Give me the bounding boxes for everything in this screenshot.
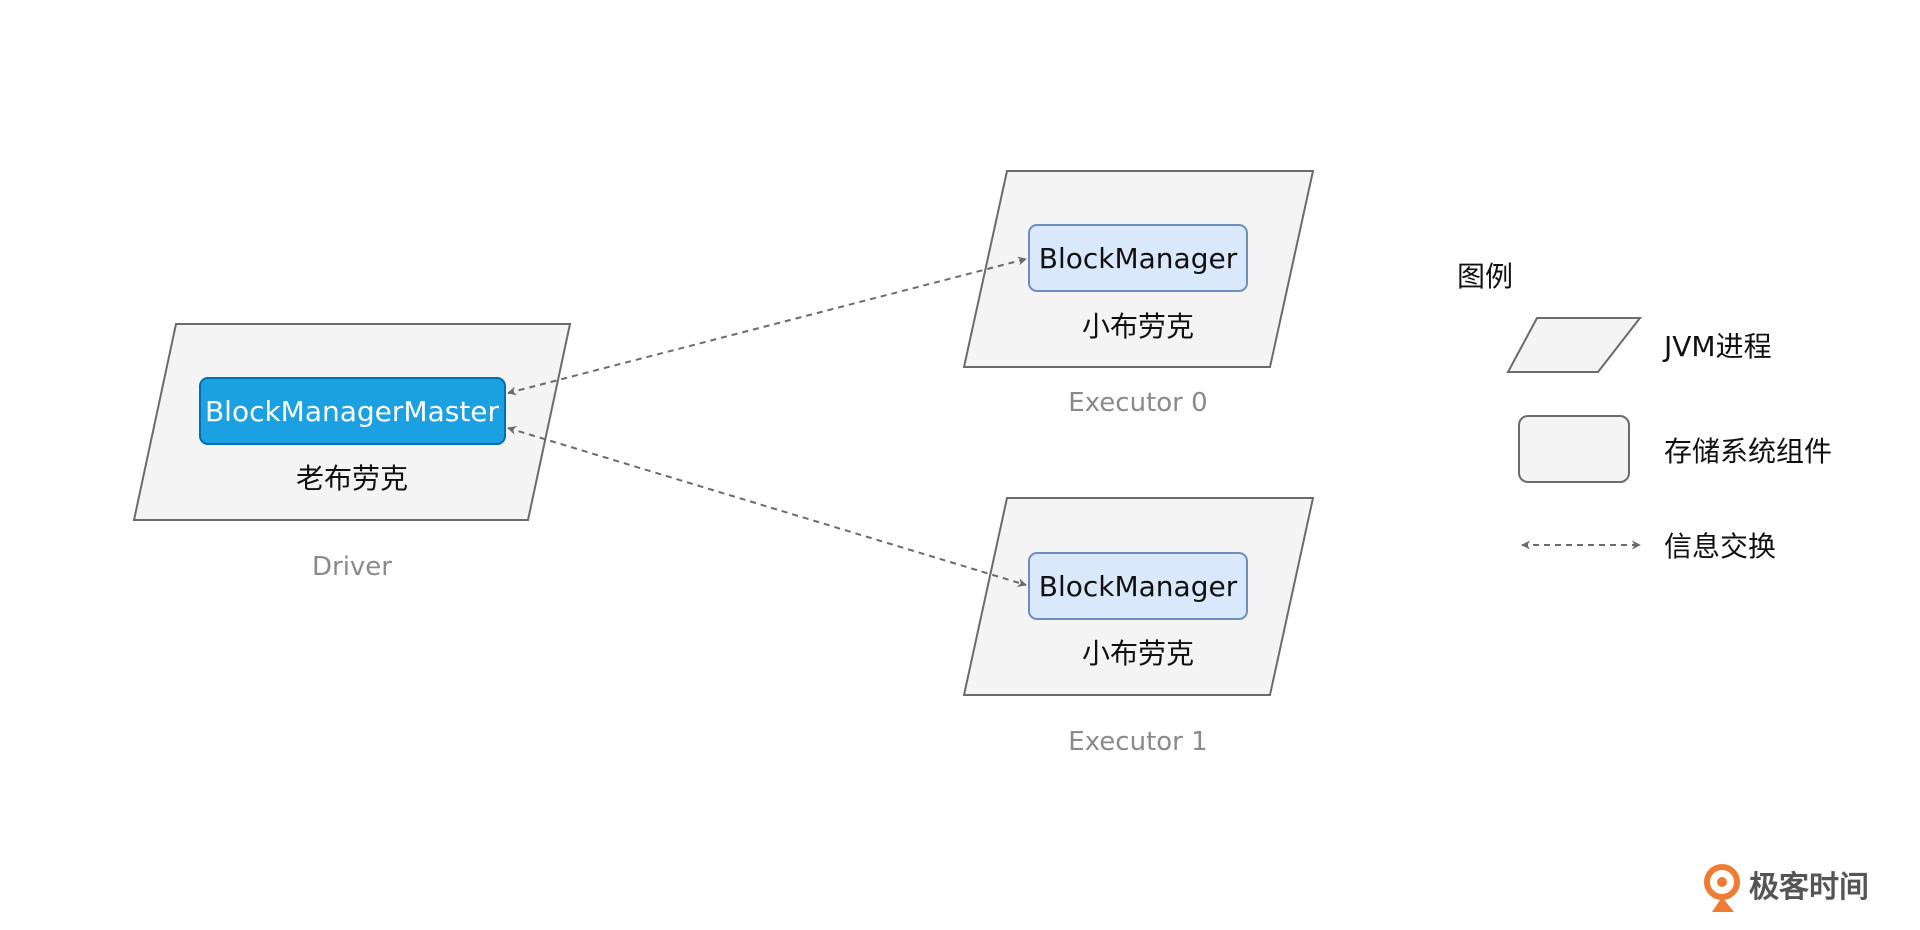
legend-label-info-exchange: 信息交换 (1664, 530, 1776, 563)
executor-process: BlockManager 小布劳克 Executor 1 (962, 497, 1315, 757)
block-manager-label: BlockManager (1039, 242, 1238, 275)
block-manager-master-label: BlockManagerMaster (205, 395, 500, 428)
executor-name-label: 小布劳克 (1082, 637, 1194, 670)
geektime-logo-icon (1704, 864, 1740, 912)
info-exchange-arrow-executor-0 (507, 256, 1027, 396)
driver-caption: Driver (312, 552, 392, 582)
executor-caption: Executor 1 (1068, 727, 1207, 757)
executor-name-label: 小布劳克 (1082, 310, 1194, 343)
block-manager-master-box[interactable] (199, 377, 506, 445)
block-manager-box[interactable] (1028, 552, 1248, 620)
parallelogram-icon (1506, 317, 1643, 373)
legend-title: 图例 (1457, 260, 1513, 293)
geektime-logo-text: 极客时间 (1749, 870, 1869, 905)
legend-label-storage-component: 存储系统组件 (1664, 435, 1832, 468)
driver-name-label: 老布劳克 (296, 462, 408, 495)
block-manager-label: BlockManager (1039, 570, 1238, 603)
executor-process: BlockManager 小布劳克 Executor 0 (962, 170, 1315, 418)
executor-caption: Executor 0 (1068, 388, 1207, 418)
rounded-rect-icon (1518, 415, 1630, 483)
legend-label-jvm-process: JVM进程 (1662, 330, 1772, 363)
block-manager-box[interactable] (1028, 224, 1248, 292)
legend: 图例 JVM进程 存储系统组件 信息交换 (1457, 260, 1832, 563)
driver-process: BlockManagerMaster 老布劳克 Driver (132, 323, 572, 582)
geektime-logo: 极客时间 (1704, 864, 1869, 912)
info-exchange-arrow-executor-1 (507, 426, 1027, 587)
